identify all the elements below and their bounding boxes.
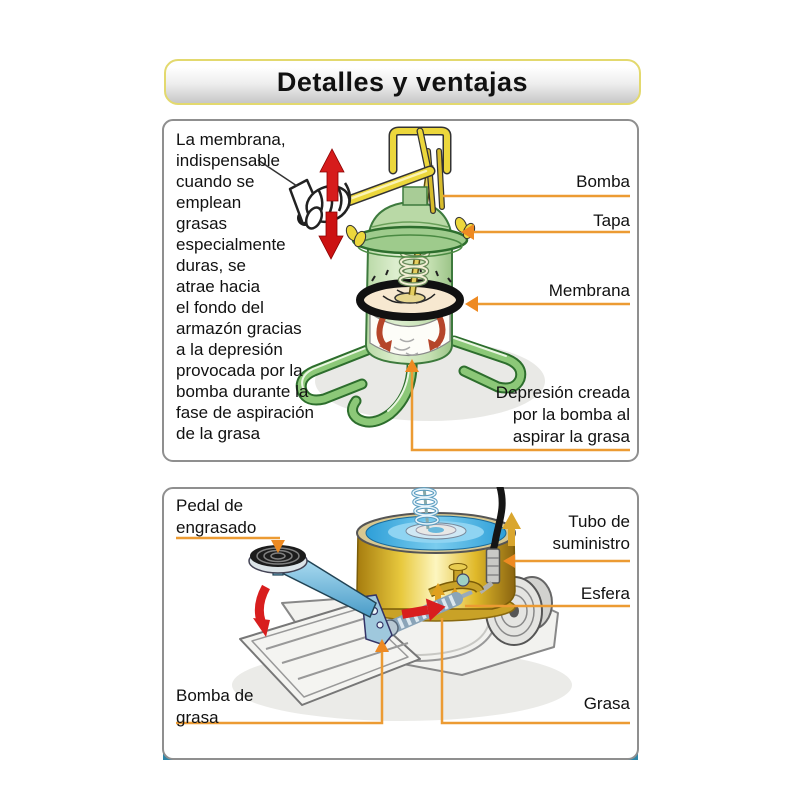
membrane-cutaway xyxy=(369,309,451,357)
description-line: de la grasa xyxy=(176,424,261,443)
pump-lid xyxy=(345,186,476,258)
foot-plate xyxy=(239,602,421,706)
label-depresion-line: Depresión creada xyxy=(495,383,630,402)
flow-up-arrow-icon xyxy=(449,587,460,605)
check-ball xyxy=(456,573,470,587)
label-bomba: Bomba xyxy=(576,172,630,191)
label-grasa: Grasa xyxy=(583,694,630,713)
description-line: cuando se xyxy=(176,172,255,191)
piston-spring xyxy=(381,590,473,637)
flow-up-arrow-icon xyxy=(431,583,445,605)
label-tubo-line: suministro xyxy=(552,534,630,553)
description-line: grasas xyxy=(176,214,228,233)
label-bomba-grasa-line: grasa xyxy=(176,708,219,727)
label-tapa: Tapa xyxy=(593,211,630,230)
label-depresion-line: aspirar la grasa xyxy=(512,427,630,446)
wing-nut-left xyxy=(345,224,367,248)
label-depresion: Depresión creada por la bomba al aspirar… xyxy=(496,382,630,448)
pedal-assembly xyxy=(248,545,393,646)
label-tubo-de-suministro: Tubo de suministro xyxy=(553,511,630,555)
page-title: Detalles y ventajas xyxy=(164,59,641,105)
description-line: provocada por la xyxy=(176,361,303,380)
label-membrana: Membrana xyxy=(548,281,630,300)
description-line: a la depresión xyxy=(176,340,283,359)
supply-hose xyxy=(478,487,506,594)
pedal-pad xyxy=(250,545,306,567)
drum-top-spring xyxy=(411,487,440,530)
label-pedal-line: engrasado xyxy=(176,518,257,537)
description-line: armazón gracias xyxy=(176,319,302,338)
description-line: bomba durante la xyxy=(176,382,309,401)
base-casting xyxy=(281,586,559,676)
label-bomba-grasa-line: Bomba de xyxy=(176,686,254,705)
handle-stirrup xyxy=(388,126,452,214)
description-line: La membrana, xyxy=(176,130,286,149)
gold-up-arrow-icon xyxy=(502,512,521,546)
label-depresion-line: por la bomba al xyxy=(512,405,630,424)
description-line: el fondo del xyxy=(176,298,264,317)
wing-nut-right xyxy=(454,216,476,240)
label-pedal-de-engrasado: Pedal de engrasado xyxy=(176,495,256,539)
description-line: especialmente xyxy=(176,235,286,254)
floor-shadow xyxy=(232,649,572,721)
grease-drum xyxy=(356,512,516,622)
label-pedal-line: Pedal de xyxy=(176,496,244,515)
label-esfera: Esfera xyxy=(580,584,630,603)
piston-rod xyxy=(410,164,432,296)
label-tubo-line: Tubo de xyxy=(568,512,630,531)
red-push-arrow-icon xyxy=(401,598,446,622)
description-line: fase de aspiración xyxy=(176,403,314,422)
description-line: indispensable xyxy=(176,151,280,170)
pump-spring xyxy=(397,246,431,287)
red-press-arrow-icon xyxy=(253,584,270,637)
description-line: emplean xyxy=(176,193,242,212)
piston-rod-outline xyxy=(408,164,434,296)
pump-body xyxy=(364,246,453,366)
description-line: duras, se xyxy=(176,256,246,275)
label-bomba-de-grasa: Bomba de grasa xyxy=(176,685,254,729)
stand-legs xyxy=(295,335,527,428)
wheels xyxy=(485,576,553,646)
pump-lever xyxy=(297,165,436,226)
description-line: atrae hacia xyxy=(176,277,261,296)
outlet-and-ball xyxy=(428,563,485,605)
red-up-arrow-icon xyxy=(319,148,345,202)
membrane-description: La membrana, indispensable cuando se emp… xyxy=(176,129,314,444)
red-down-arrow-icon xyxy=(318,211,344,260)
membrane-ring xyxy=(356,266,464,321)
